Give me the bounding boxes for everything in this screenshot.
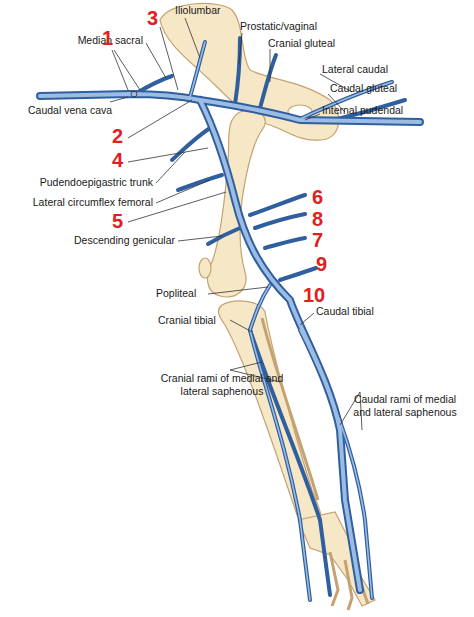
callout-number: 8 — [312, 209, 323, 229]
vein-label: Iliolumbar — [175, 4, 221, 17]
vein-label: Pudendoepigastric trunk — [40, 176, 153, 189]
vein-label: Descending genicular — [74, 234, 175, 247]
illustration-part — [40, 94, 420, 590]
illustration-part — [300, 330, 372, 598]
vein-label: Cranial rami of medial and lateral saphe… — [158, 372, 286, 397]
bone — [160, 3, 375, 610]
illustration-part — [208, 228, 240, 244]
callout-number: 2 — [112, 126, 123, 146]
vein-label: Prostatic/vaginal — [240, 20, 317, 33]
vein-label: Cranial tibial — [158, 314, 216, 327]
illustration-part — [255, 214, 305, 228]
callout-number: 1 — [102, 28, 113, 48]
illustration-part — [156, 152, 185, 183]
vein-label: Internal pudendal — [322, 104, 403, 117]
illustration-part — [300, 330, 372, 598]
illustration-part — [110, 97, 128, 102]
vein-label: Lateral caudal — [322, 63, 388, 76]
illustration-part — [185, 18, 200, 58]
vein-label: Caudal tibial — [316, 305, 374, 318]
illustration-part — [128, 100, 192, 138]
illustration-part — [250, 195, 305, 215]
illustration-part — [305, 114, 320, 120]
callout-number: 5 — [112, 211, 123, 231]
callout-number: 7 — [312, 230, 323, 250]
vein-label: Popliteal — [156, 287, 196, 300]
illustration-part — [146, 43, 166, 78]
illustration-part — [128, 148, 208, 162]
illustration-part — [200, 100, 360, 590]
illustration-part — [230, 320, 252, 332]
illustration-part — [135, 76, 172, 94]
illustration-part — [270, 49, 271, 82]
illustration-part — [131, 91, 137, 97]
illustration-part — [200, 100, 360, 590]
illustration-part — [235, 38, 240, 104]
callout-number: 4 — [112, 150, 123, 170]
illustration-part — [260, 55, 276, 108]
vein-label: Lateral circumflex femoral — [33, 196, 153, 209]
illustration-part — [280, 268, 316, 280]
callout-number: 3 — [147, 8, 158, 28]
vein — [40, 38, 420, 600]
vein-label: Cranial gluteal — [268, 37, 335, 50]
vein-label: Caudal vena cava — [28, 104, 112, 117]
illustration-part — [265, 238, 305, 248]
illustration-part — [172, 128, 210, 160]
vein-label: Caudal gluteal — [330, 82, 397, 95]
illustration-part — [199, 258, 211, 278]
illustration-part — [160, 27, 178, 90]
callout-number: 10 — [303, 285, 325, 305]
leader-line — [110, 18, 362, 430]
illustration-part — [178, 236, 222, 241]
illustration-part — [208, 287, 268, 294]
illustration-part — [239, 33, 242, 64]
illustration-part — [178, 175, 222, 190]
vein-label: Caudal rami of medial and lateral saphen… — [346, 393, 464, 418]
callout-number: 6 — [312, 187, 323, 207]
illustration-part — [190, 42, 392, 600]
callout-number: 9 — [316, 254, 327, 274]
illustration-part — [300, 313, 314, 325]
illustration-part — [112, 50, 140, 90]
